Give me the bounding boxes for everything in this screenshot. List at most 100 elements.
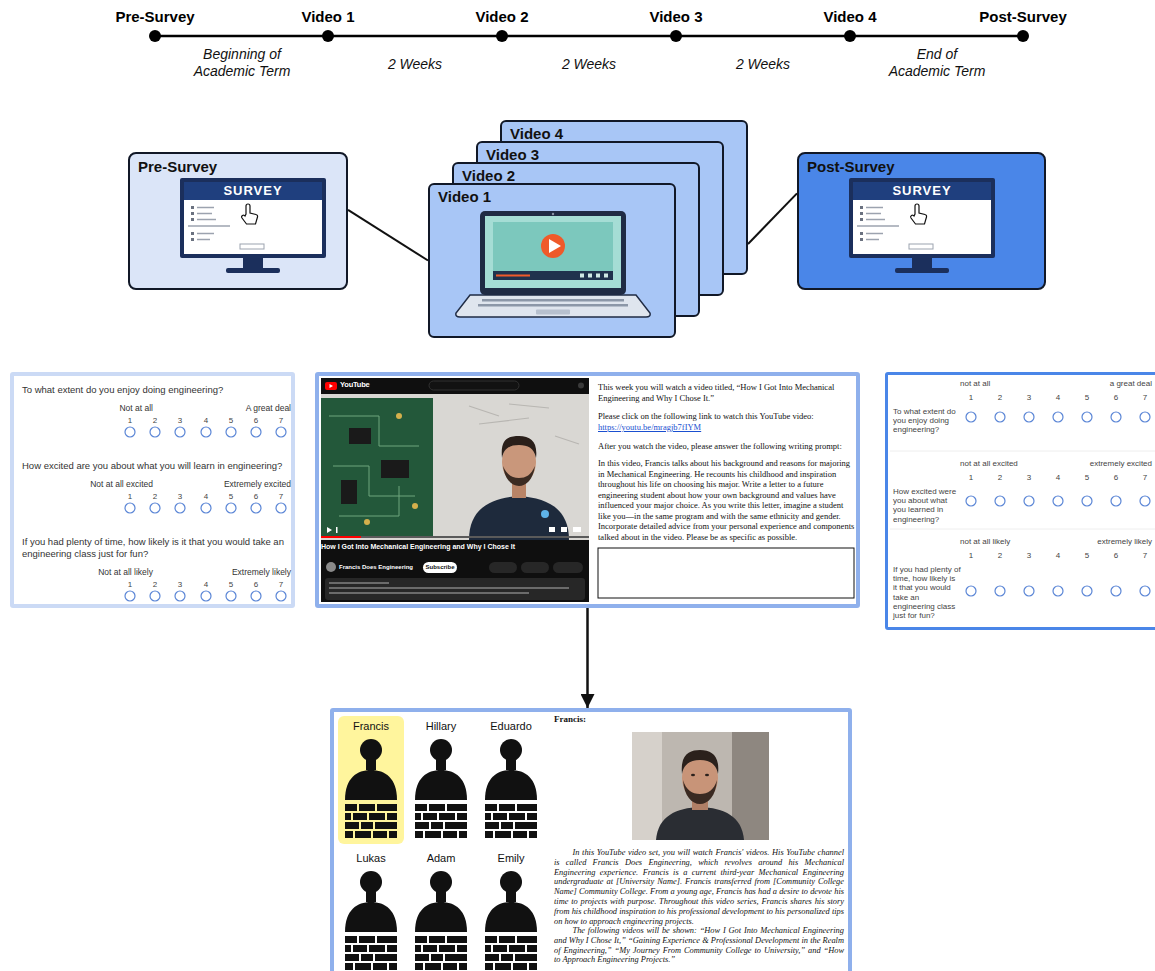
- scale-anchor: Extremely likely: [181, 567, 291, 577]
- period-label: 2 Weeks: [723, 56, 803, 73]
- scale-number: 7: [273, 492, 289, 502]
- scale-number: 4: [1050, 551, 1066, 561]
- person-silhouette: [338, 716, 404, 844]
- scale-number: 1: [963, 473, 979, 483]
- scale-number: 3: [1021, 551, 1037, 561]
- person-silhouette: [478, 716, 544, 844]
- profile-card: Francis: [338, 716, 404, 844]
- profile-card: Adam: [408, 848, 474, 971]
- box-title: Post-Survey: [807, 158, 895, 176]
- scale-number: 6: [1108, 473, 1124, 483]
- scale-number: 1: [122, 580, 138, 590]
- timeline-label: Video 1: [268, 8, 388, 26]
- timeline-label: Video 3: [616, 8, 736, 26]
- scale-number: 6: [248, 492, 264, 502]
- profile-card: Lukas: [338, 848, 404, 971]
- subscribe-button: Subscribe: [423, 562, 457, 573]
- scale-anchor: not at all likely: [960, 537, 1070, 547]
- banner-text: SURVEY: [853, 182, 991, 200]
- scale-number: 7: [273, 416, 289, 426]
- box-title: Pre-Survey: [138, 158, 217, 176]
- person-silhouette: [478, 848, 544, 971]
- period-label: 2 Weeks: [549, 56, 629, 73]
- scale-number: 3: [172, 492, 188, 502]
- connector-line: [348, 210, 428, 261]
- scale-number: 2: [147, 492, 163, 502]
- scale-number: 4: [1050, 473, 1066, 483]
- survey-box: SURVEY Pre-Survey: [128, 152, 348, 290]
- instruction-text: This week you will watch a video titled,…: [598, 382, 856, 403]
- survey-question: To what extent do you enjoy doing engine…: [893, 407, 961, 435]
- channel-name: Francis Does Engineering: [339, 562, 421, 572]
- scale-number: 3: [172, 416, 188, 426]
- scale-number: 7: [1137, 473, 1153, 483]
- video-link: https://youtu.be/mragjb7fIYM: [598, 422, 856, 433]
- writing-prompt: In this video, Francis talks about his b…: [598, 458, 856, 542]
- person-name: Eduardo: [478, 719, 544, 733]
- box-title: Video 1: [438, 188, 491, 206]
- scale-number: 3: [172, 580, 188, 590]
- survey-banner: SURVEY: [184, 182, 322, 200]
- scale-anchor: extremely likely: [1042, 537, 1152, 547]
- scale-number: 4: [1050, 393, 1066, 403]
- scale-number: 2: [147, 416, 163, 426]
- person-name: Francis: [338, 719, 404, 733]
- timeline-label: Pre-Survey: [95, 8, 215, 26]
- scale-number: 7: [1137, 393, 1153, 403]
- profile-panel: Francis Hillary Eduardo Lukas: [330, 708, 852, 971]
- scale-number: 6: [248, 580, 264, 590]
- person-name: Lukas: [338, 851, 404, 865]
- person-silhouette: [338, 848, 404, 971]
- profile-card: Hillary: [408, 716, 474, 844]
- scale-number: 1: [963, 551, 979, 561]
- scale-number: 1: [122, 492, 138, 502]
- video-title: How I Got Into Mechanical Engineering an…: [321, 542, 585, 551]
- scale-number: 6: [1108, 393, 1124, 403]
- scale-number: 2: [147, 580, 163, 590]
- scale-number: 2: [992, 473, 1008, 483]
- survey-form-panel: To what extent do you enjoy doing engine…: [10, 372, 295, 608]
- scale-number: 5: [223, 580, 239, 590]
- survey-box: SURVEY Post-Survey: [797, 152, 1046, 290]
- scale-number: 7: [1137, 551, 1153, 561]
- laptop-illustration: [430, 185, 674, 336]
- person-silhouette: [408, 716, 474, 844]
- scale-number: 5: [1079, 473, 1095, 483]
- scale-number: 5: [223, 416, 239, 426]
- scale-number: 2: [992, 393, 1008, 403]
- person-name: Emily: [478, 851, 544, 865]
- scale-number: 4: [198, 416, 214, 426]
- timeline-label: Post-Survey: [963, 8, 1083, 26]
- scale-anchor: a great deal: [1042, 379, 1152, 389]
- scale-number: 5: [1079, 551, 1095, 561]
- video-task-panel: This week you will watch a video titled,…: [315, 372, 860, 608]
- scale-number: 4: [198, 580, 214, 590]
- profile-card: Eduardo: [478, 716, 544, 844]
- scale-number: 5: [1079, 393, 1095, 403]
- person-silhouette: [408, 848, 474, 971]
- scale-anchor: Extremely excited: [181, 479, 291, 489]
- scale-number: 6: [248, 416, 264, 426]
- scale-number: 3: [1021, 393, 1037, 403]
- survey-question: If you had plenty of time, how likely is…: [22, 536, 290, 559]
- instruction-text: Please click on the following link to wa…: [598, 411, 856, 422]
- period-label: Beginning of Academic Term: [186, 46, 298, 80]
- scale-anchor: A great deal: [181, 403, 291, 413]
- scale-number: 3: [1021, 473, 1037, 483]
- timeline-label: Video 4: [790, 8, 910, 26]
- scale-anchor: Not at all likely: [43, 567, 153, 577]
- scale-anchor: Not at all excited: [43, 479, 153, 489]
- survey-banner: SURVEY: [853, 182, 991, 200]
- scale-anchor: extremely excited: [1042, 459, 1152, 469]
- scale-number: 6: [1108, 551, 1124, 561]
- connector-line: [586, 608, 589, 708]
- scale-anchor: Not at all: [43, 403, 153, 413]
- scale-number: 4: [198, 492, 214, 502]
- scale-number: 2: [992, 551, 1008, 561]
- survey-question: If you had plenty of time, how likely is…: [893, 565, 961, 620]
- profile-heading: Francis:: [554, 714, 586, 725]
- period-label: 2 Weeks: [375, 56, 455, 73]
- instruction-text: After you watch the video, please answer…: [598, 441, 856, 452]
- survey-question: How excited are you about what you will …: [22, 460, 290, 472]
- site-logo: YouTube: [340, 380, 400, 390]
